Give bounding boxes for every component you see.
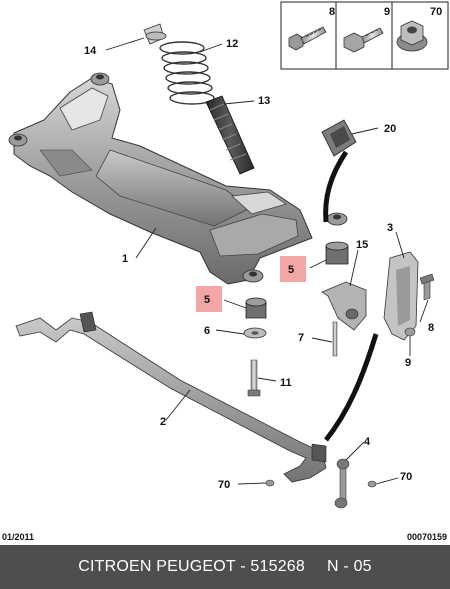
callout-6: 6 xyxy=(204,325,210,337)
front-subframe-1 xyxy=(8,72,348,285)
spring-seat-14 xyxy=(143,23,167,45)
nut-70-right-icon xyxy=(367,480,377,488)
footer-date: 01/2011 xyxy=(2,532,35,542)
stabilizer-bar-2 xyxy=(15,311,327,483)
nut-70-left-icon xyxy=(265,479,275,487)
stud-7 xyxy=(332,321,338,357)
flange-nut-70-icon xyxy=(396,20,428,52)
bushing-5-upper xyxy=(325,241,349,265)
callout-7: 7 xyxy=(298,332,304,344)
callout-1: 1 xyxy=(122,253,128,265)
drop-link-4 xyxy=(334,458,350,509)
hardware-item-70-label: 70 xyxy=(430,6,442,18)
highlight-box-5-upper xyxy=(280,256,306,282)
callout-2: 2 xyxy=(160,416,166,428)
callout-13: 13 xyxy=(258,95,270,107)
bump-stop-boot-13 xyxy=(205,95,255,175)
clamp-3 xyxy=(383,251,419,341)
callout-11: 11 xyxy=(280,377,292,389)
hardware-box: 8 9 70 xyxy=(280,1,449,70)
callout-5-lower: 5 xyxy=(204,294,210,306)
rubber-cap-20 xyxy=(321,119,357,157)
bolt-8-icon xyxy=(288,26,327,51)
callout-14: 14 xyxy=(84,45,97,57)
callout-5-upper: 5 xyxy=(288,264,294,276)
washer-6 xyxy=(243,327,267,339)
bolt-9-icon xyxy=(343,27,384,53)
callout-70-left: 70 xyxy=(218,479,230,491)
callout-15: 15 xyxy=(356,239,368,251)
bushing-5-lower xyxy=(245,297,267,319)
highlight-box-5-lower xyxy=(196,286,222,312)
callout-20: 20 xyxy=(384,123,396,135)
callout-8: 8 xyxy=(428,322,434,334)
footer-page: N - 05 xyxy=(327,558,372,575)
footer-title-bar: CITROEN PEUGEOT - 515268 N - 05 xyxy=(0,545,450,589)
bolt-8-small-icon xyxy=(419,273,435,301)
nut-9-small-icon xyxy=(404,327,416,337)
coil-spring-12 xyxy=(159,41,215,105)
callout-70-right: 70 xyxy=(400,471,412,483)
callout-9: 9 xyxy=(405,357,411,369)
footer-code: 00070159 xyxy=(406,532,447,542)
callout-4: 4 xyxy=(364,436,371,448)
hardware-item-9-label: 9 xyxy=(384,6,390,18)
hardware-item-8-label: 8 xyxy=(329,6,335,18)
callout-3: 3 xyxy=(387,222,393,234)
footer-title: CITROEN PEUGEOT - 515268 xyxy=(78,558,306,575)
callout-12: 12 xyxy=(226,38,238,50)
bracket-15 xyxy=(321,281,367,331)
leader-lines xyxy=(105,37,429,485)
bolt-11 xyxy=(247,359,261,397)
